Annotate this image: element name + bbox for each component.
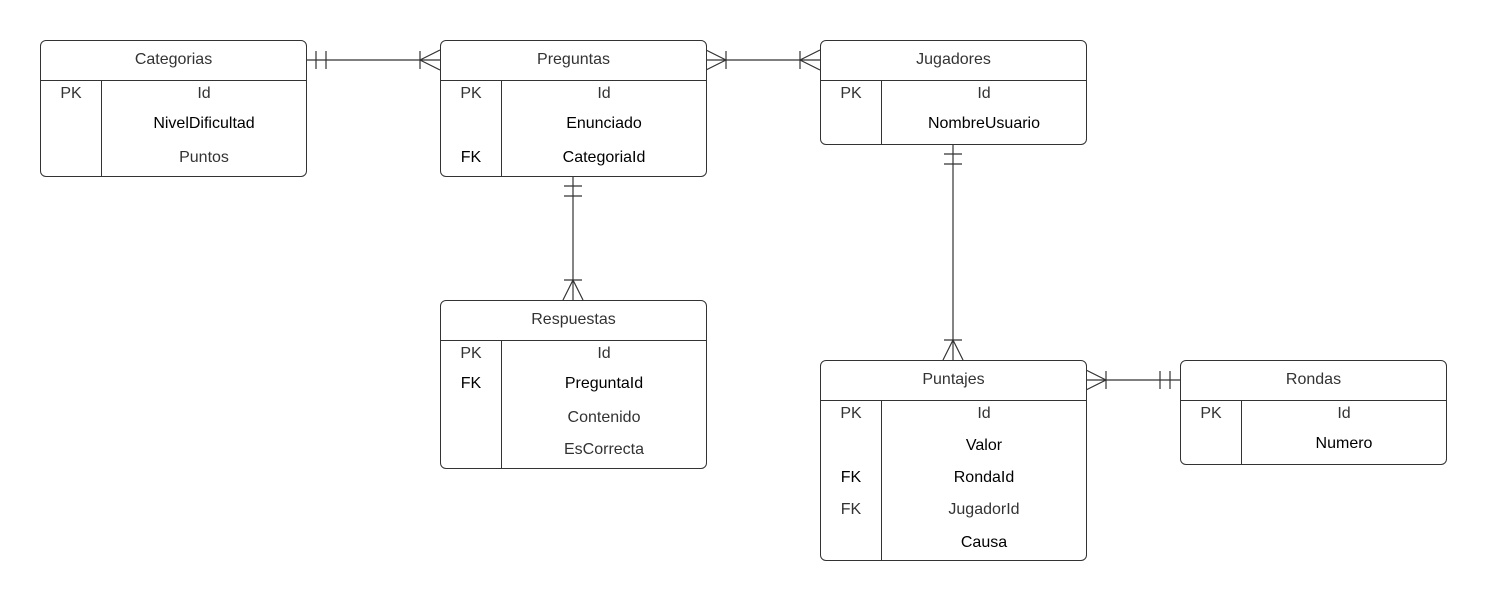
- rel-preguntas-jugadores: [705, 49, 821, 71]
- field-name: RondaId: [953, 469, 1015, 486]
- field-name: NombreUsuario: [927, 115, 1041, 132]
- field-name: Valor: [965, 437, 1003, 454]
- entity-title: Jugadores: [821, 41, 1086, 81]
- field-name: Causa: [960, 534, 1008, 551]
- field-name: Id: [597, 345, 611, 362]
- rel-categorias-preguntas: [306, 49, 441, 71]
- key-label: PK: [460, 85, 482, 102]
- key-label: FK: [460, 375, 482, 392]
- field-name: NivelDificultad: [153, 115, 255, 132]
- field-name: EsCorrecta: [563, 441, 645, 458]
- field-name: PreguntaId: [564, 375, 644, 392]
- field-name: Numero: [1315, 435, 1373, 452]
- key-label: FK: [840, 501, 862, 518]
- field-name: Id: [977, 85, 991, 102]
- key-label: PK: [840, 405, 862, 422]
- field-name: Puntos: [179, 149, 229, 166]
- field-name: CategoriaId: [562, 149, 646, 166]
- key-label: FK: [840, 469, 862, 486]
- field-name: Enunciado: [566, 115, 642, 132]
- entity-title: Categorias: [41, 41, 306, 81]
- entity-jugadores: Jugadores PK Id NombreUsuario: [820, 40, 1087, 145]
- entity-title: Respuestas: [441, 301, 706, 341]
- rel-preguntas-respuestas: [562, 176, 584, 301]
- key-label: PK: [60, 85, 82, 102]
- rel-puntajes-rondas: [1085, 369, 1180, 391]
- entity-rondas: Rondas PK Id Numero: [1180, 360, 1447, 465]
- entity-title: Rondas: [1181, 361, 1446, 401]
- entity-puntajes: Puntajes PK Id Valor FK RondaId FK Jugad…: [820, 360, 1087, 561]
- field-name: Id: [977, 405, 991, 422]
- field-name: Id: [197, 85, 211, 102]
- rel-jugadores-puntajes: [942, 144, 964, 361]
- field-name: Contenido: [567, 409, 641, 426]
- field-name: JugadorId: [948, 501, 1020, 518]
- field-name: Id: [1337, 405, 1351, 422]
- entity-categorias: Categorias PK Id NivelDificultad Puntos: [40, 40, 307, 177]
- key-label: PK: [460, 345, 482, 362]
- key-label: FK: [460, 149, 482, 166]
- entity-preguntas: Preguntas PK Id Enunciado FK CategoriaId: [440, 40, 707, 177]
- entity-title: Puntajes: [821, 361, 1086, 401]
- entity-title: Preguntas: [441, 41, 706, 81]
- field-name: Id: [597, 85, 611, 102]
- key-label: PK: [1200, 405, 1222, 422]
- entity-respuestas: Respuestas PK Id FK PreguntaId Contenido…: [440, 300, 707, 469]
- key-label: PK: [840, 85, 862, 102]
